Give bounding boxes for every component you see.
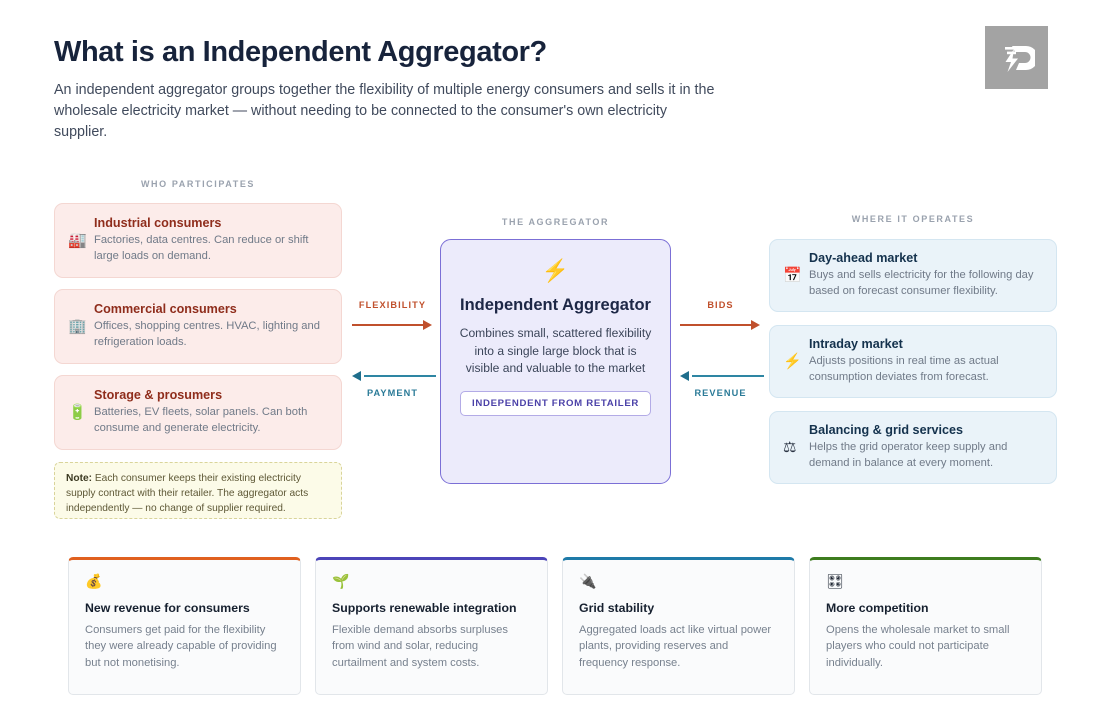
participant-card-commercial[interactable]: 🏢 Commercial consumers Offices, shopping… bbox=[54, 289, 342, 364]
flow-arrow-bids-head bbox=[751, 320, 760, 330]
benefit-title: Supports renewable integration bbox=[332, 601, 517, 615]
benefit-desc: Opens the wholesale market to small play… bbox=[826, 624, 1010, 669]
page-subtitle: An independent aggregator groups togethe… bbox=[54, 82, 715, 140]
benefit-desc: Flexible demand absorbs surpluses from w… bbox=[332, 624, 508, 669]
flow-arrow-revenue-line bbox=[692, 375, 764, 377]
note-label: Note: bbox=[66, 473, 93, 484]
note-text: Each consumer keeps their existing elect… bbox=[66, 473, 309, 514]
participant-desc: Batteries, EV fleets, solar panels. Can … bbox=[94, 406, 308, 435]
flow-label-flexibility: FLEXIBILITY bbox=[358, 300, 427, 310]
benefit-card-new-revenue[interactable]: 💰 New revenue for consumers Consumers ge… bbox=[68, 557, 301, 695]
flow-arrow-flexibility-head bbox=[423, 320, 432, 330]
benefit-title: New revenue for consumers bbox=[85, 601, 250, 615]
flow-label-bids: BIDS bbox=[707, 300, 734, 310]
participant-desc: Offices, shopping centres. HVAC, lightin… bbox=[94, 320, 320, 349]
flow-arrow-payment-line bbox=[364, 375, 436, 377]
market-card-day-ahead[interactable]: 📅 Day-ahead market Buys and sells electr… bbox=[769, 239, 1057, 312]
benefit-card-competition[interactable]: 🎛 More competition Opens the wholesale m… bbox=[809, 557, 1042, 695]
battery-icon: 🔋 bbox=[68, 404, 87, 421]
balance-scales-icon: ⚖ bbox=[783, 439, 797, 456]
benefit-title: More competition bbox=[826, 601, 929, 615]
independent-badge: INDEPENDENT FROM RETAILER bbox=[459, 390, 652, 416]
aggregator-desc: Combines small, scattered flexibility in… bbox=[459, 326, 652, 376]
flow-label-revenue: REVENUE bbox=[694, 388, 747, 398]
flow-arrow-payment-head bbox=[352, 371, 361, 381]
flow-arrow-bids-line bbox=[680, 324, 752, 326]
control-panel-icon: 🎛 bbox=[826, 573, 844, 589]
participant-title: Industrial consumers bbox=[94, 215, 222, 230]
benefit-desc: Consumers get paid for the flexibility t… bbox=[85, 624, 277, 669]
participant-title: Commercial consumers bbox=[94, 301, 237, 316]
benefit-card-grid-stability[interactable]: 🔌 Grid stability Aggregated loads act li… bbox=[562, 557, 795, 695]
participant-title: Storage & prosumers bbox=[94, 387, 223, 402]
money-bag-icon: 💰 bbox=[85, 573, 103, 589]
electric-plug-icon: 🔌 bbox=[579, 573, 597, 589]
benefit-title: Grid stability bbox=[579, 601, 655, 615]
note-box: Note: Each consumer keeps their existing… bbox=[54, 462, 342, 519]
market-title: Balancing & grid services bbox=[809, 422, 963, 437]
benefit-card-renewables[interactable]: 🌱 Supports renewable integration Flexibl… bbox=[315, 557, 548, 695]
section-label-participants: WHO PARTICIPATES bbox=[140, 179, 256, 189]
flow-arrow-flexibility-line bbox=[352, 324, 424, 326]
flow-arrow-revenue-head bbox=[680, 371, 689, 381]
market-card-balancing[interactable]: ⚖ Balancing & grid services Helps the gr… bbox=[769, 411, 1057, 484]
seedling-icon: 🌱 bbox=[332, 573, 350, 589]
office-building-icon: 🏢 bbox=[68, 318, 87, 335]
market-title: Day-ahead market bbox=[809, 250, 918, 265]
aggregator-box[interactable]: ⚡ Independent Aggregator Combines small,… bbox=[440, 239, 671, 484]
calendar-icon: 📅 bbox=[783, 267, 802, 284]
market-card-intraday[interactable]: ⚡ Intraday market Adjusts positions in r… bbox=[769, 325, 1057, 398]
page-title: What is an Independent Aggregator? bbox=[54, 36, 547, 68]
market-desc: Helps the grid operator keep supply and … bbox=[809, 441, 1008, 470]
lightning-bolt-icon: ⚡ bbox=[541, 258, 570, 283]
participant-card-industrial[interactable]: 🏭 Industrial consumers Factories, data c… bbox=[54, 203, 342, 278]
section-label-markets: WHERE IT OPERATES bbox=[851, 214, 975, 224]
benefit-desc: Aggregated loads act like virtual power … bbox=[579, 624, 772, 669]
market-title: Intraday market bbox=[809, 336, 903, 351]
aggregator-title: Independent Aggregator bbox=[460, 296, 651, 314]
market-desc: Buys and sells electricity for the follo… bbox=[809, 269, 1034, 298]
benefits-row: 💰 New revenue for consumers Consumers ge… bbox=[68, 557, 1043, 695]
lightning-bolt-icon: ⚡ bbox=[783, 353, 802, 370]
page-header: What is an Independent Aggregator? An in… bbox=[54, 36, 734, 143]
participant-desc: Factories, data centres. Can reduce or s… bbox=[94, 234, 309, 263]
lightning-d-logo-icon bbox=[985, 26, 1048, 89]
flow-label-payment: PAYMENT bbox=[366, 388, 419, 398]
market-desc: Adjusts positions in real time as actual… bbox=[809, 355, 999, 384]
factory-icon: 🏭 bbox=[68, 232, 87, 249]
participant-card-storage[interactable]: 🔋 Storage & prosumers Batteries, EV flee… bbox=[54, 375, 342, 450]
section-label-aggregator: THE AGGREGATOR bbox=[501, 217, 610, 227]
